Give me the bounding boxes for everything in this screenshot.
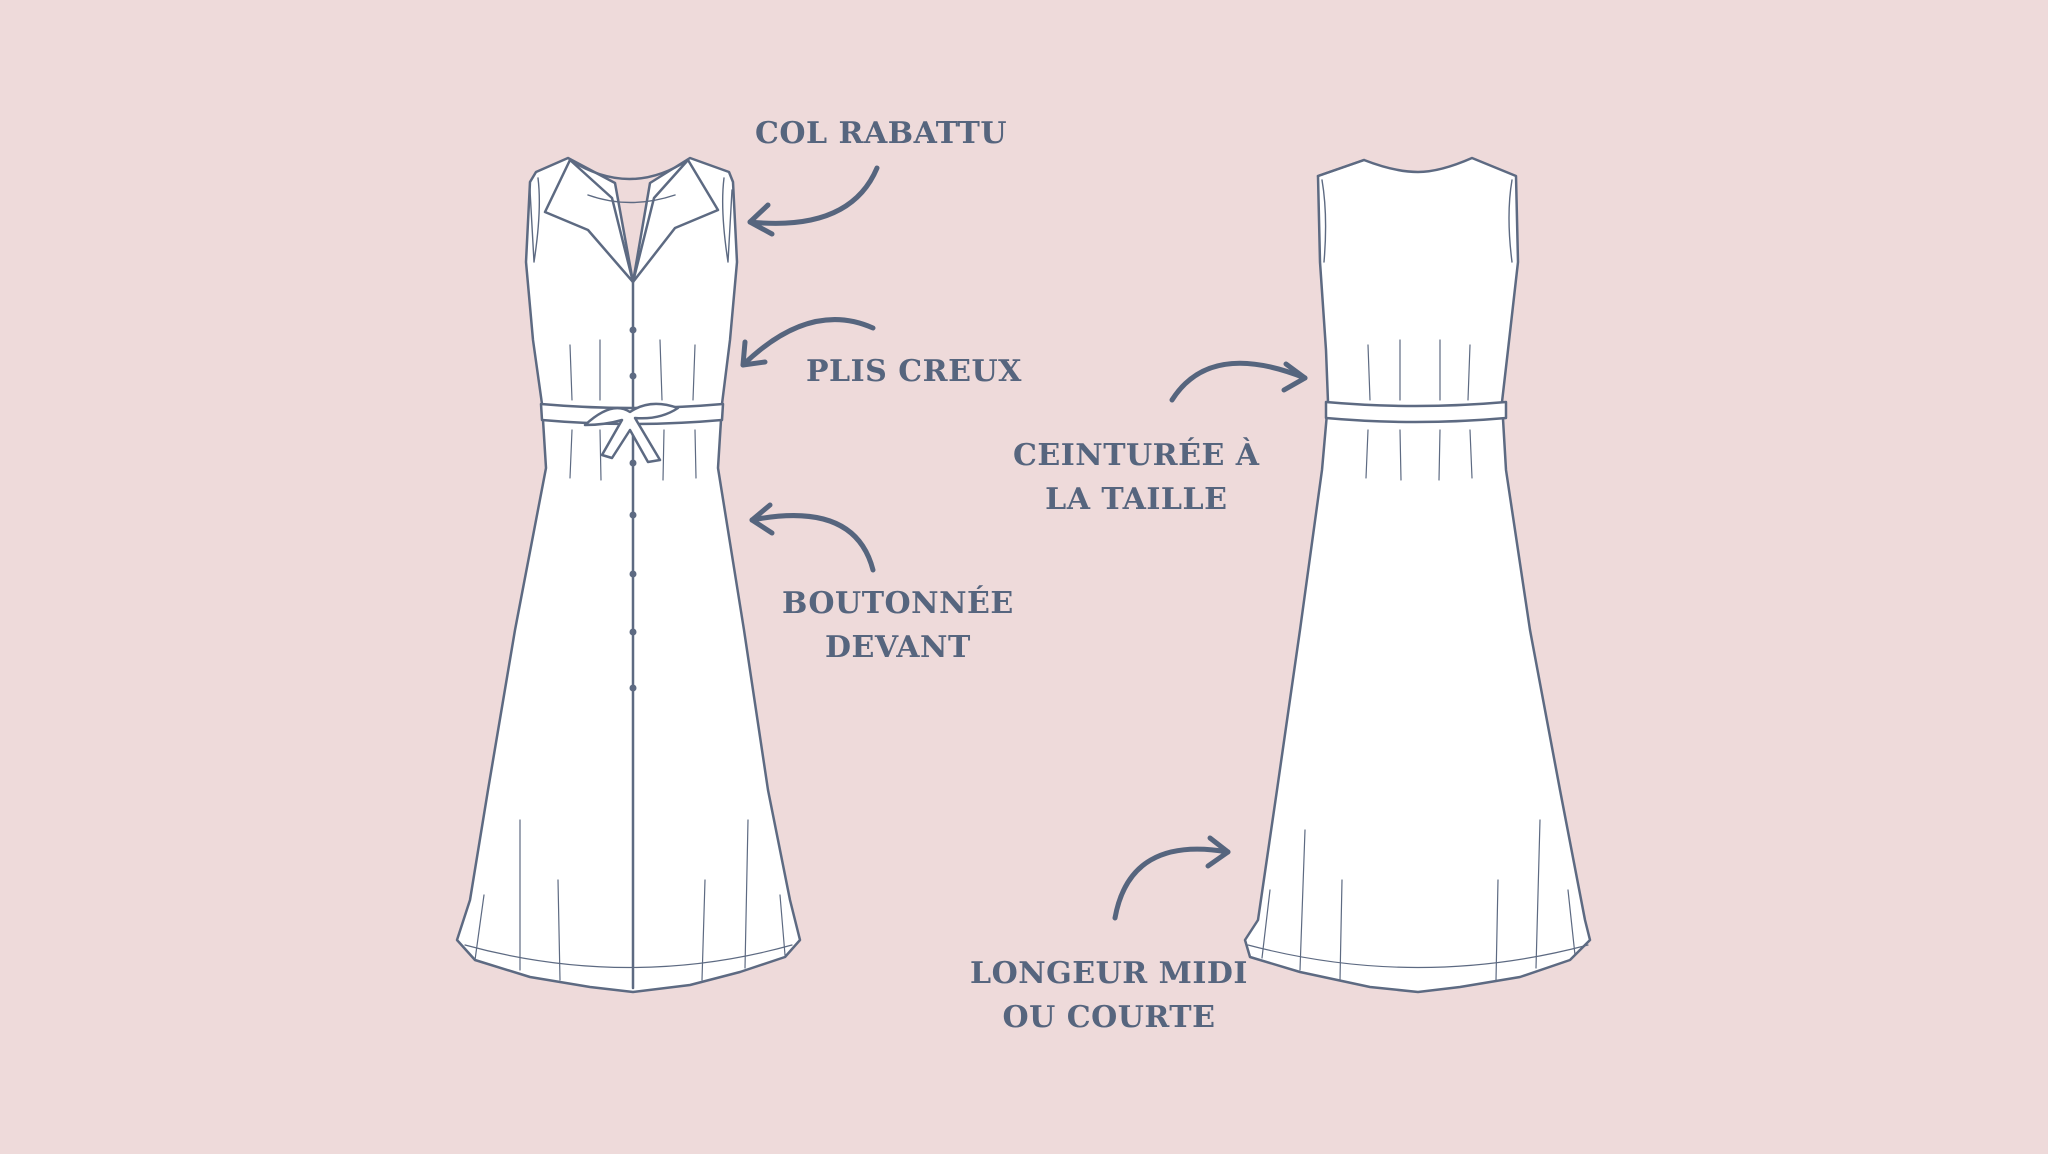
buttons-arrow — [749, 513, 876, 573]
pleats-label-line: PLIS CREUX — [806, 354, 1022, 389]
belt-label-line-1: CEINTURÉE À — [1013, 438, 1260, 473]
pleats-arrow-head — [740, 339, 768, 368]
collar-label-line: COL RABATTU — [755, 116, 1007, 151]
pleats-label: PLIS CREUX — [806, 350, 1022, 394]
button — [629, 372, 637, 380]
back-hem-stitch — [1247, 944, 1589, 969]
length-arrow — [1112, 846, 1231, 921]
back-armholes — [1321, 179, 1513, 263]
button — [629, 326, 637, 334]
upper-pleat-lines — [569, 339, 696, 401]
buttons-arrow-head — [749, 502, 775, 536]
button — [629, 511, 637, 519]
collar-label: COL RABATTU — [755, 112, 1007, 156]
pleats-arrow — [740, 317, 876, 368]
collar-arrow — [747, 165, 880, 226]
back-pleat-lines-lower — [1365, 429, 1473, 481]
front-hem-folds — [474, 819, 786, 981]
buttons-label-line-1: BOUTONNÉE — [782, 586, 1014, 621]
back-dress-drawing — [1243, 156, 1592, 994]
front-neckline — [568, 158, 690, 181]
collar-right-lapel — [631, 158, 720, 284]
back-pleat-lines-upper — [1367, 339, 1471, 401]
front-bow — [583, 402, 680, 464]
buttons-label-line-2: DEVANT — [824, 630, 971, 665]
collar-left-lapel — [543, 158, 635, 284]
belt-label: CEINTURÉE À LA TAILLE — [1013, 434, 1260, 522]
back-neckline — [1316, 158, 1366, 178]
length-label: LONGEUR MIDI OU COURTE — [970, 952, 1248, 1040]
front-hem-stitch — [464, 944, 793, 969]
back-hem-folds — [1261, 819, 1576, 981]
neck-facing — [587, 194, 676, 204]
annotation-arrows — [740, 165, 1308, 921]
front-dress-body — [455, 156, 802, 994]
back-dress-body — [1243, 156, 1592, 994]
collar-arrow-head — [747, 202, 775, 237]
belt-arrow — [1169, 360, 1308, 403]
button — [629, 459, 637, 467]
buttons-label: BOUTONNÉE DEVANT — [782, 582, 1014, 670]
button — [629, 684, 637, 692]
button — [629, 628, 637, 636]
belt-arrow-head — [1281, 361, 1308, 393]
belt-label-line-2: LA TAILLE — [1045, 482, 1228, 517]
back-belt — [1324, 400, 1508, 424]
button — [629, 570, 637, 578]
left-armhole — [529, 177, 541, 263]
length-label-line-2: OU COURTE — [1002, 1000, 1216, 1035]
front-buttons — [629, 326, 637, 692]
right-armhole — [721, 177, 733, 263]
length-arrow-head — [1205, 835, 1231, 869]
lower-pleat-lines — [569, 429, 697, 481]
front-dress-drawing — [455, 156, 802, 994]
length-label-line-1: LONGEUR MIDI — [970, 956, 1248, 991]
